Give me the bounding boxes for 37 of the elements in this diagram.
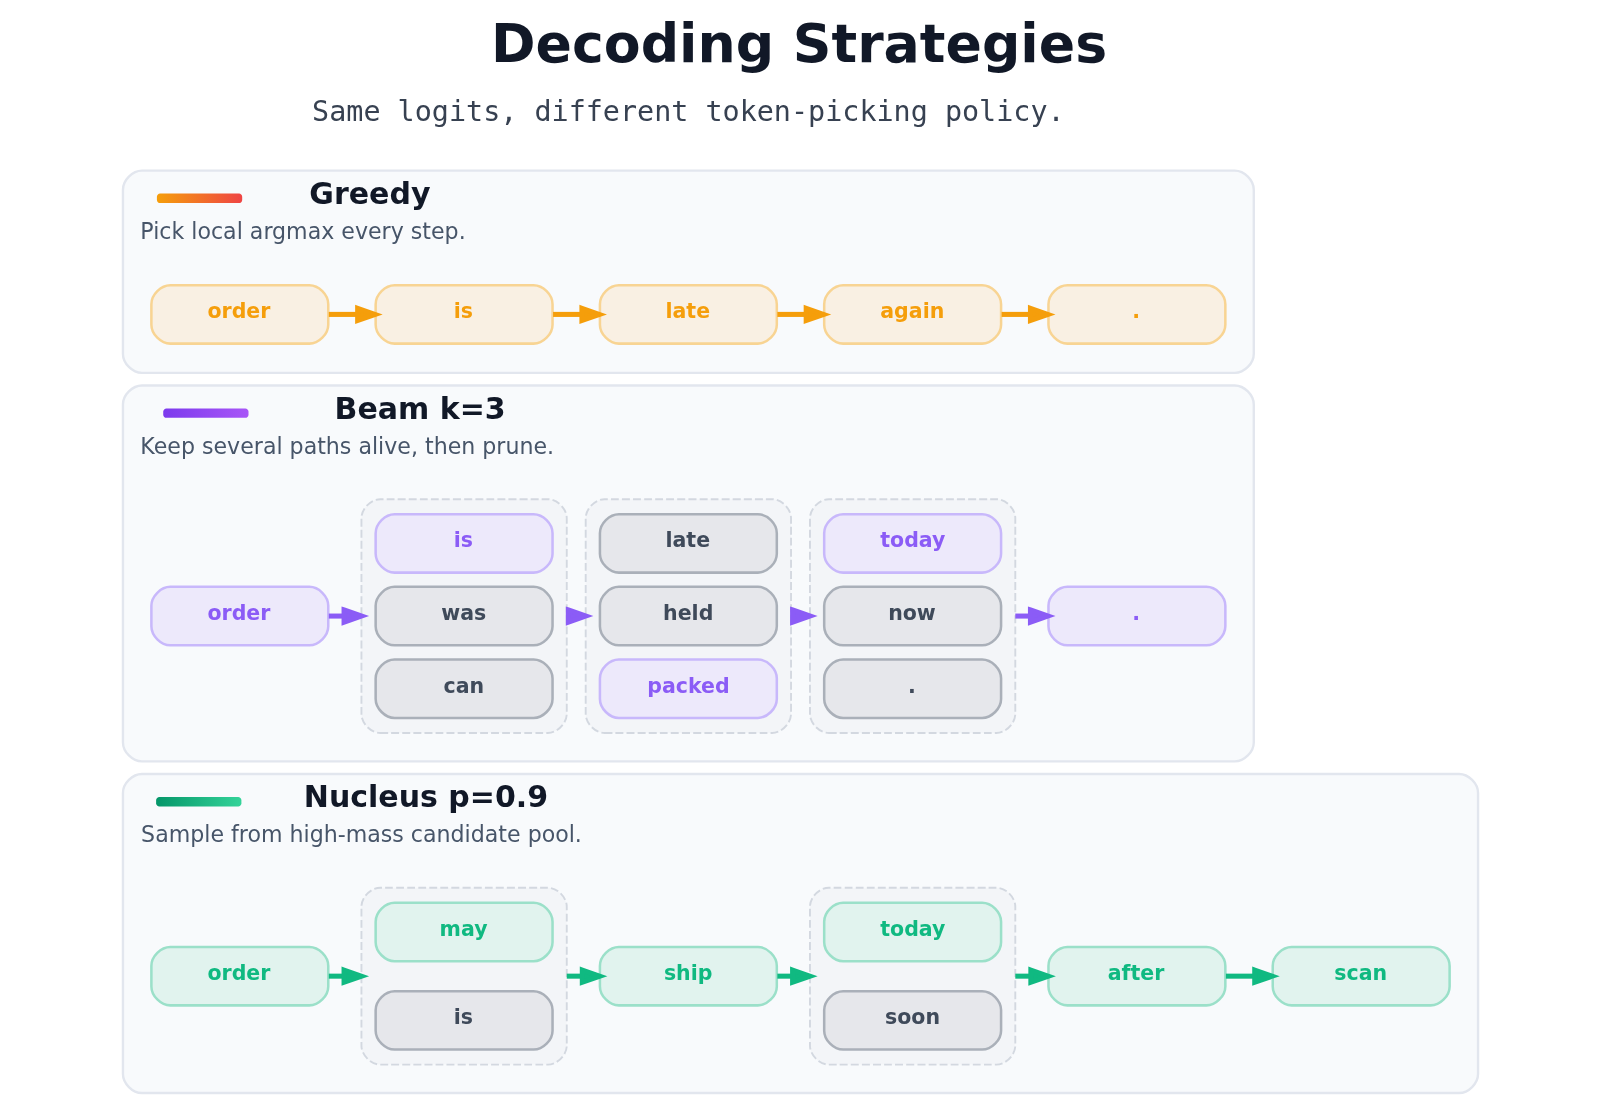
node-box: is <box>373 283 554 345</box>
cluster <box>360 498 568 734</box>
node-box: order <box>149 585 330 647</box>
node-box: is <box>373 989 554 1051</box>
node-box: . <box>1046 585 1227 647</box>
node-box: packed <box>598 658 778 720</box>
node-box: late <box>598 283 778 345</box>
cluster <box>360 886 568 1066</box>
arrow <box>776 304 831 325</box>
node-box: late <box>598 512 778 574</box>
node-box: . <box>822 658 1002 720</box>
node-box: . <box>1046 283 1227 345</box>
node-box: scan <box>1270 945 1451 1007</box>
arrow <box>1001 304 1055 325</box>
arrow <box>328 304 383 325</box>
node-box: today <box>822 512 1002 574</box>
arrow <box>552 304 607 325</box>
node-box: soon <box>822 989 1002 1051</box>
cluster <box>808 498 1016 734</box>
cluster <box>808 886 1016 1066</box>
node-box: was <box>373 585 554 647</box>
node-box: again <box>822 283 1002 345</box>
node-box: now <box>822 585 1002 647</box>
label: Same logits, different token-picking policy. <box>311 94 1065 128</box>
arrow <box>328 606 369 626</box>
arrow <box>1225 966 1280 986</box>
node-box: held <box>598 585 778 647</box>
cluster <box>584 498 792 734</box>
node-box: today <box>822 901 1002 963</box>
node-box: order <box>149 283 330 345</box>
node-box: may <box>373 901 554 963</box>
node-box: after <box>1046 945 1227 1007</box>
node-box: can <box>373 658 554 720</box>
node-box: ship <box>598 945 778 1007</box>
node-box: is <box>373 512 554 574</box>
node-box: order <box>149 945 330 1007</box>
diagram-title: Decoding Strategies <box>490 12 1107 76</box>
